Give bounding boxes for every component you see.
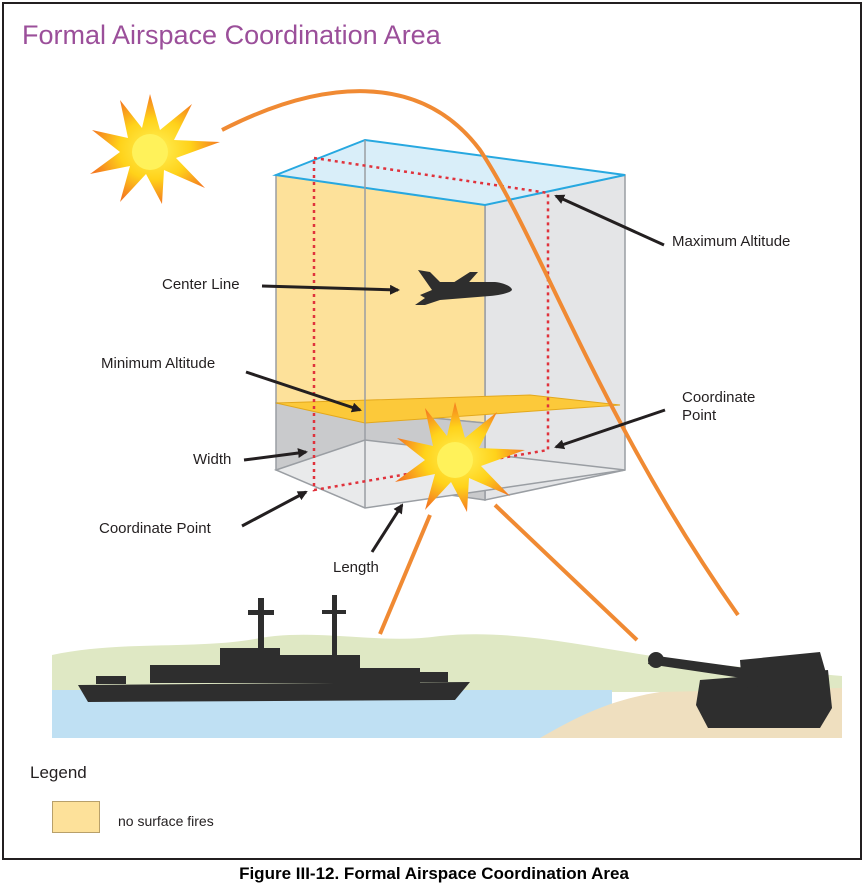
warship-icon — [78, 595, 470, 702]
figure-caption: Figure III-12. Formal Airspace Coordinat… — [239, 864, 629, 883]
label-coordinate-point-left: Coordinate Point — [99, 520, 211, 537]
arrow-coordinate-point-left — [241, 490, 308, 528]
ship-fire-line — [378, 514, 432, 635]
arrow-coordinate-point-right — [554, 408, 666, 450]
minimum-altitude-plane — [275, 394, 621, 424]
arrow-maximum-altitude — [554, 194, 665, 247]
label-leader-arrows — [241, 194, 666, 553]
airspace-volume — [272, 138, 626, 509]
box-front-face-upper — [275, 174, 486, 424]
label-center-line: Center Line — [162, 276, 240, 293]
arrow-length — [370, 503, 404, 553]
legend-title: Legend — [30, 763, 87, 782]
arrow-width — [243, 448, 308, 462]
center-line-dotted-outline — [312, 156, 550, 492]
label-coordinate-point-right-line2: Point — [682, 407, 717, 424]
explosion-icon — [395, 402, 525, 512]
label-length: Length — [333, 559, 379, 576]
legend-swatch-no-surface-fires — [52, 801, 100, 833]
howitzer-fire-line — [493, 503, 639, 642]
arrow-minimum-altitude — [245, 370, 362, 413]
jet-aircraft-icon — [415, 270, 512, 305]
legend-label-no-surface-fires: no surface fires — [118, 813, 214, 829]
fire-trajectories — [221, 89, 740, 642]
self-propelled-howitzer-icon — [648, 652, 832, 728]
label-coordinate-point-right-line1: Coordinate — [682, 389, 756, 406]
explosion-icon — [90, 94, 220, 204]
figure-title: Formal Airspace Coordination Area — [22, 20, 441, 50]
label-maximum-altitude: Maximum Altitude — [672, 233, 791, 250]
maximum-altitude-plane — [272, 138, 626, 207]
arrow-center-line — [261, 284, 400, 295]
howitzer-trajectory — [221, 89, 740, 617]
label-width: Width — [193, 451, 232, 468]
label-minimum-altitude: Minimum Altitude — [101, 355, 216, 372]
